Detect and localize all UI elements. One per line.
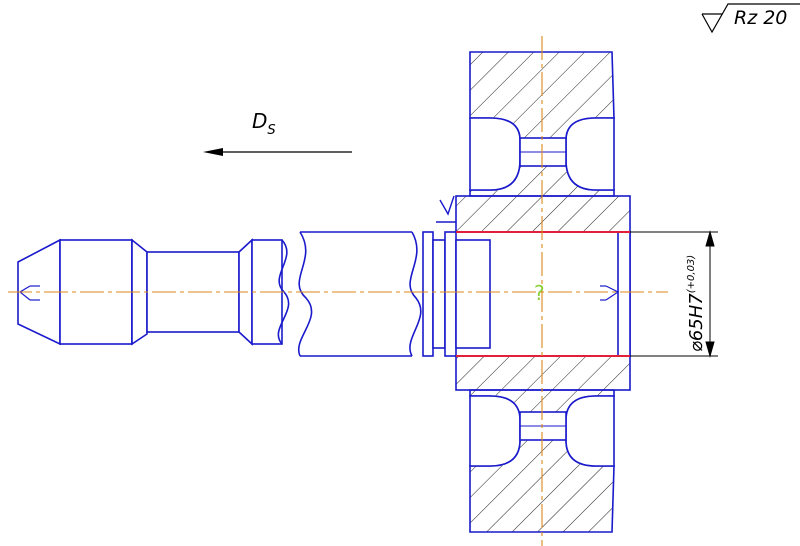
diameter-dimension: [630, 230, 718, 358]
roughness-value: Rz 20: [734, 7, 787, 29]
roughness-symbol: [701, 3, 800, 34]
feed-arrow: [203, 148, 352, 156]
bushing-bottom: [455, 355, 631, 391]
feed-label: DS: [252, 109, 276, 138]
diameter-tolerance: (+0,03): [686, 255, 697, 293]
diameter-dimension-text: ⌀65H7(+0,03): [686, 255, 707, 352]
feed-label-sub: S: [267, 123, 275, 138]
diameter-symbol: ⌀: [686, 341, 707, 352]
bore-edges: [456, 231, 630, 357]
broach-tool: [17, 231, 458, 357]
center-lines: [8, 36, 668, 546]
unknown-marker: ?: [534, 281, 545, 305]
surface-mark: [436, 195, 456, 223]
feed-label-main: D: [252, 109, 267, 133]
tool-shank: [298, 232, 416, 356]
diameter-nominal: 65H7: [686, 293, 707, 341]
bushing-top: [455, 195, 631, 233]
